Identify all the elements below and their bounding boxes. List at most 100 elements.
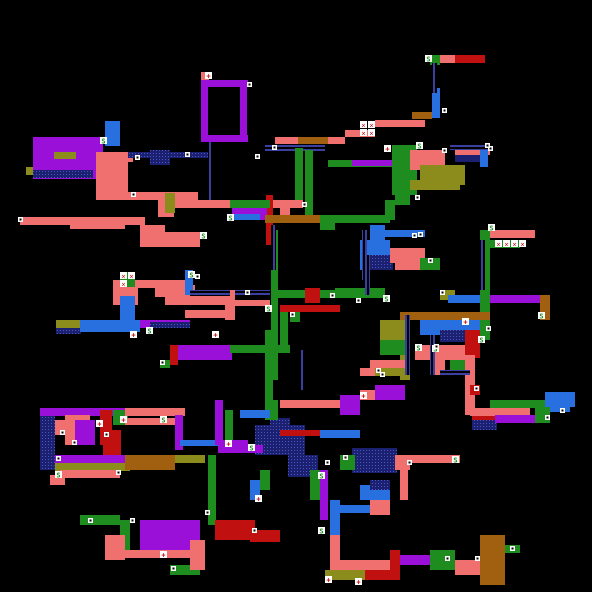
save-point-icon: S — [318, 527, 325, 535]
map-room — [340, 395, 360, 415]
map-room — [490, 400, 550, 408]
map-room — [480, 535, 505, 585]
save-point-icon: S — [383, 295, 390, 303]
save-point-icon: S — [248, 444, 255, 452]
map-room — [265, 330, 273, 420]
svg-text:S: S — [489, 224, 493, 232]
door-node-center — [131, 519, 134, 522]
map-room — [450, 145, 490, 150]
map-room — [260, 470, 270, 490]
door-node-center — [61, 431, 64, 434]
door-node-center — [303, 203, 306, 206]
map-room — [405, 455, 460, 463]
svg-text:✕: ✕ — [121, 272, 125, 280]
x-marker-icon: ✕ — [120, 272, 127, 280]
svg-text:+: + — [206, 72, 210, 80]
item-marker-icon: + — [96, 420, 103, 428]
svg-text:S: S — [319, 472, 323, 480]
door-node-center — [408, 461, 411, 464]
map-room — [480, 240, 485, 290]
map-room — [365, 570, 400, 580]
map-room — [273, 200, 303, 208]
save-point-icon: S — [318, 472, 325, 480]
map-room — [170, 565, 200, 575]
map-room — [280, 312, 288, 352]
map-room — [280, 400, 360, 408]
svg-text:S: S — [433, 345, 437, 353]
map-room — [240, 80, 247, 142]
map-room — [412, 112, 432, 119]
door-node-center — [489, 147, 492, 150]
map-room — [375, 120, 425, 127]
door-node-center — [487, 327, 490, 330]
svg-text:+: + — [361, 392, 365, 400]
map-room — [120, 296, 135, 320]
save-point-icon: S — [416, 142, 423, 150]
door-node-center — [429, 259, 432, 262]
map-room — [201, 80, 208, 142]
door-node-center — [446, 557, 449, 560]
map-room — [375, 385, 405, 400]
door-node-center — [443, 109, 446, 112]
door-node-center — [105, 433, 108, 436]
door-node-center — [186, 153, 189, 156]
map-room — [230, 345, 290, 353]
map-room — [150, 322, 190, 328]
map-room — [165, 232, 200, 247]
item-marker-icon: + — [355, 578, 362, 586]
item-marker-icon: + — [205, 72, 212, 80]
door-node-center — [331, 294, 334, 297]
x-marker-icon: ✕ — [120, 280, 127, 288]
map-room — [201, 135, 248, 142]
item-marker-icon: + — [225, 440, 232, 448]
door-node-center — [326, 461, 329, 464]
central-spine — [271, 230, 278, 380]
map-room — [472, 420, 497, 430]
map-room — [55, 463, 130, 471]
svg-text:S: S — [189, 271, 193, 279]
map-room — [432, 88, 440, 118]
map-room — [330, 500, 340, 540]
svg-text:S: S — [249, 444, 253, 452]
map-room — [360, 390, 380, 400]
map-room — [190, 290, 230, 296]
map-room — [180, 440, 220, 446]
svg-text:+: + — [256, 495, 260, 503]
map-room — [455, 55, 485, 63]
door-node-center — [161, 361, 164, 364]
map-room — [55, 455, 125, 463]
item-marker-icon: + — [130, 331, 137, 339]
svg-text:S: S — [539, 312, 543, 320]
svg-text:✕: ✕ — [369, 129, 373, 137]
map-room — [250, 480, 260, 500]
map-room — [430, 335, 435, 375]
map-room — [320, 215, 390, 223]
map-room — [230, 214, 260, 220]
save-point-icon: S — [452, 456, 459, 464]
door-node-center — [248, 83, 251, 86]
map-room — [75, 420, 95, 445]
save-point-icon: S — [55, 471, 62, 479]
door-node-center — [57, 457, 60, 460]
save-point-icon: S — [488, 224, 495, 232]
svg-text:S: S — [228, 214, 232, 222]
map-room — [54, 152, 76, 159]
map-room — [298, 137, 328, 144]
door-node-center — [476, 557, 479, 560]
map-room — [370, 225, 385, 245]
map-room — [455, 155, 485, 162]
svg-text:S: S — [266, 305, 270, 313]
map-room — [400, 470, 408, 500]
map-room — [455, 560, 485, 575]
door-node-center — [246, 291, 249, 294]
door-node-center — [117, 471, 120, 474]
save-point-icon: S — [538, 312, 545, 320]
map-room — [490, 230, 535, 238]
x-marker-icon: ✕ — [503, 240, 510, 248]
map-room — [185, 310, 235, 318]
svg-text:✕: ✕ — [129, 272, 133, 280]
map-room — [420, 258, 440, 270]
door-node-center — [344, 456, 347, 459]
x-marker-icon: ✕ — [511, 240, 518, 248]
